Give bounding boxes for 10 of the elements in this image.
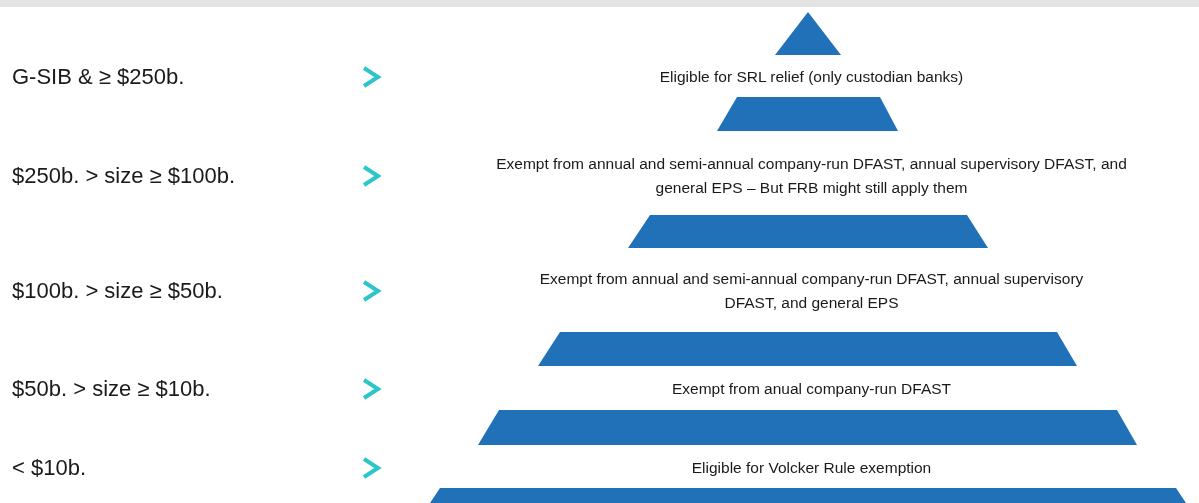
size-label: < $10b.: [12, 455, 86, 481]
description-text: Eligible for Volcker Rule exemption: [691, 456, 932, 480]
description-text: Exempt from anual company-run DFAST: [671, 377, 952, 401]
size-label: $100b. > size ≥ $50b.: [12, 278, 223, 304]
size-label: G-SIB & ≥ $250b.: [12, 64, 185, 90]
description-text: Exempt from annual and semi-annual company-run DFAST, annual supervisory DFAST, and general EPS – But FRB might still apply them: [471, 152, 1152, 200]
description-text: Eligible for SRL relief (only custodian banks): [659, 65, 964, 89]
description-text: Exempt from annual and semi-annual company-run DFAST, annual supervisory DFAST, and general EPS: [531, 267, 1092, 315]
size-label: $50b. > size ≥ $10b.: [12, 376, 211, 402]
size-label: $250b. > size ≥ $100b.: [12, 163, 236, 189]
